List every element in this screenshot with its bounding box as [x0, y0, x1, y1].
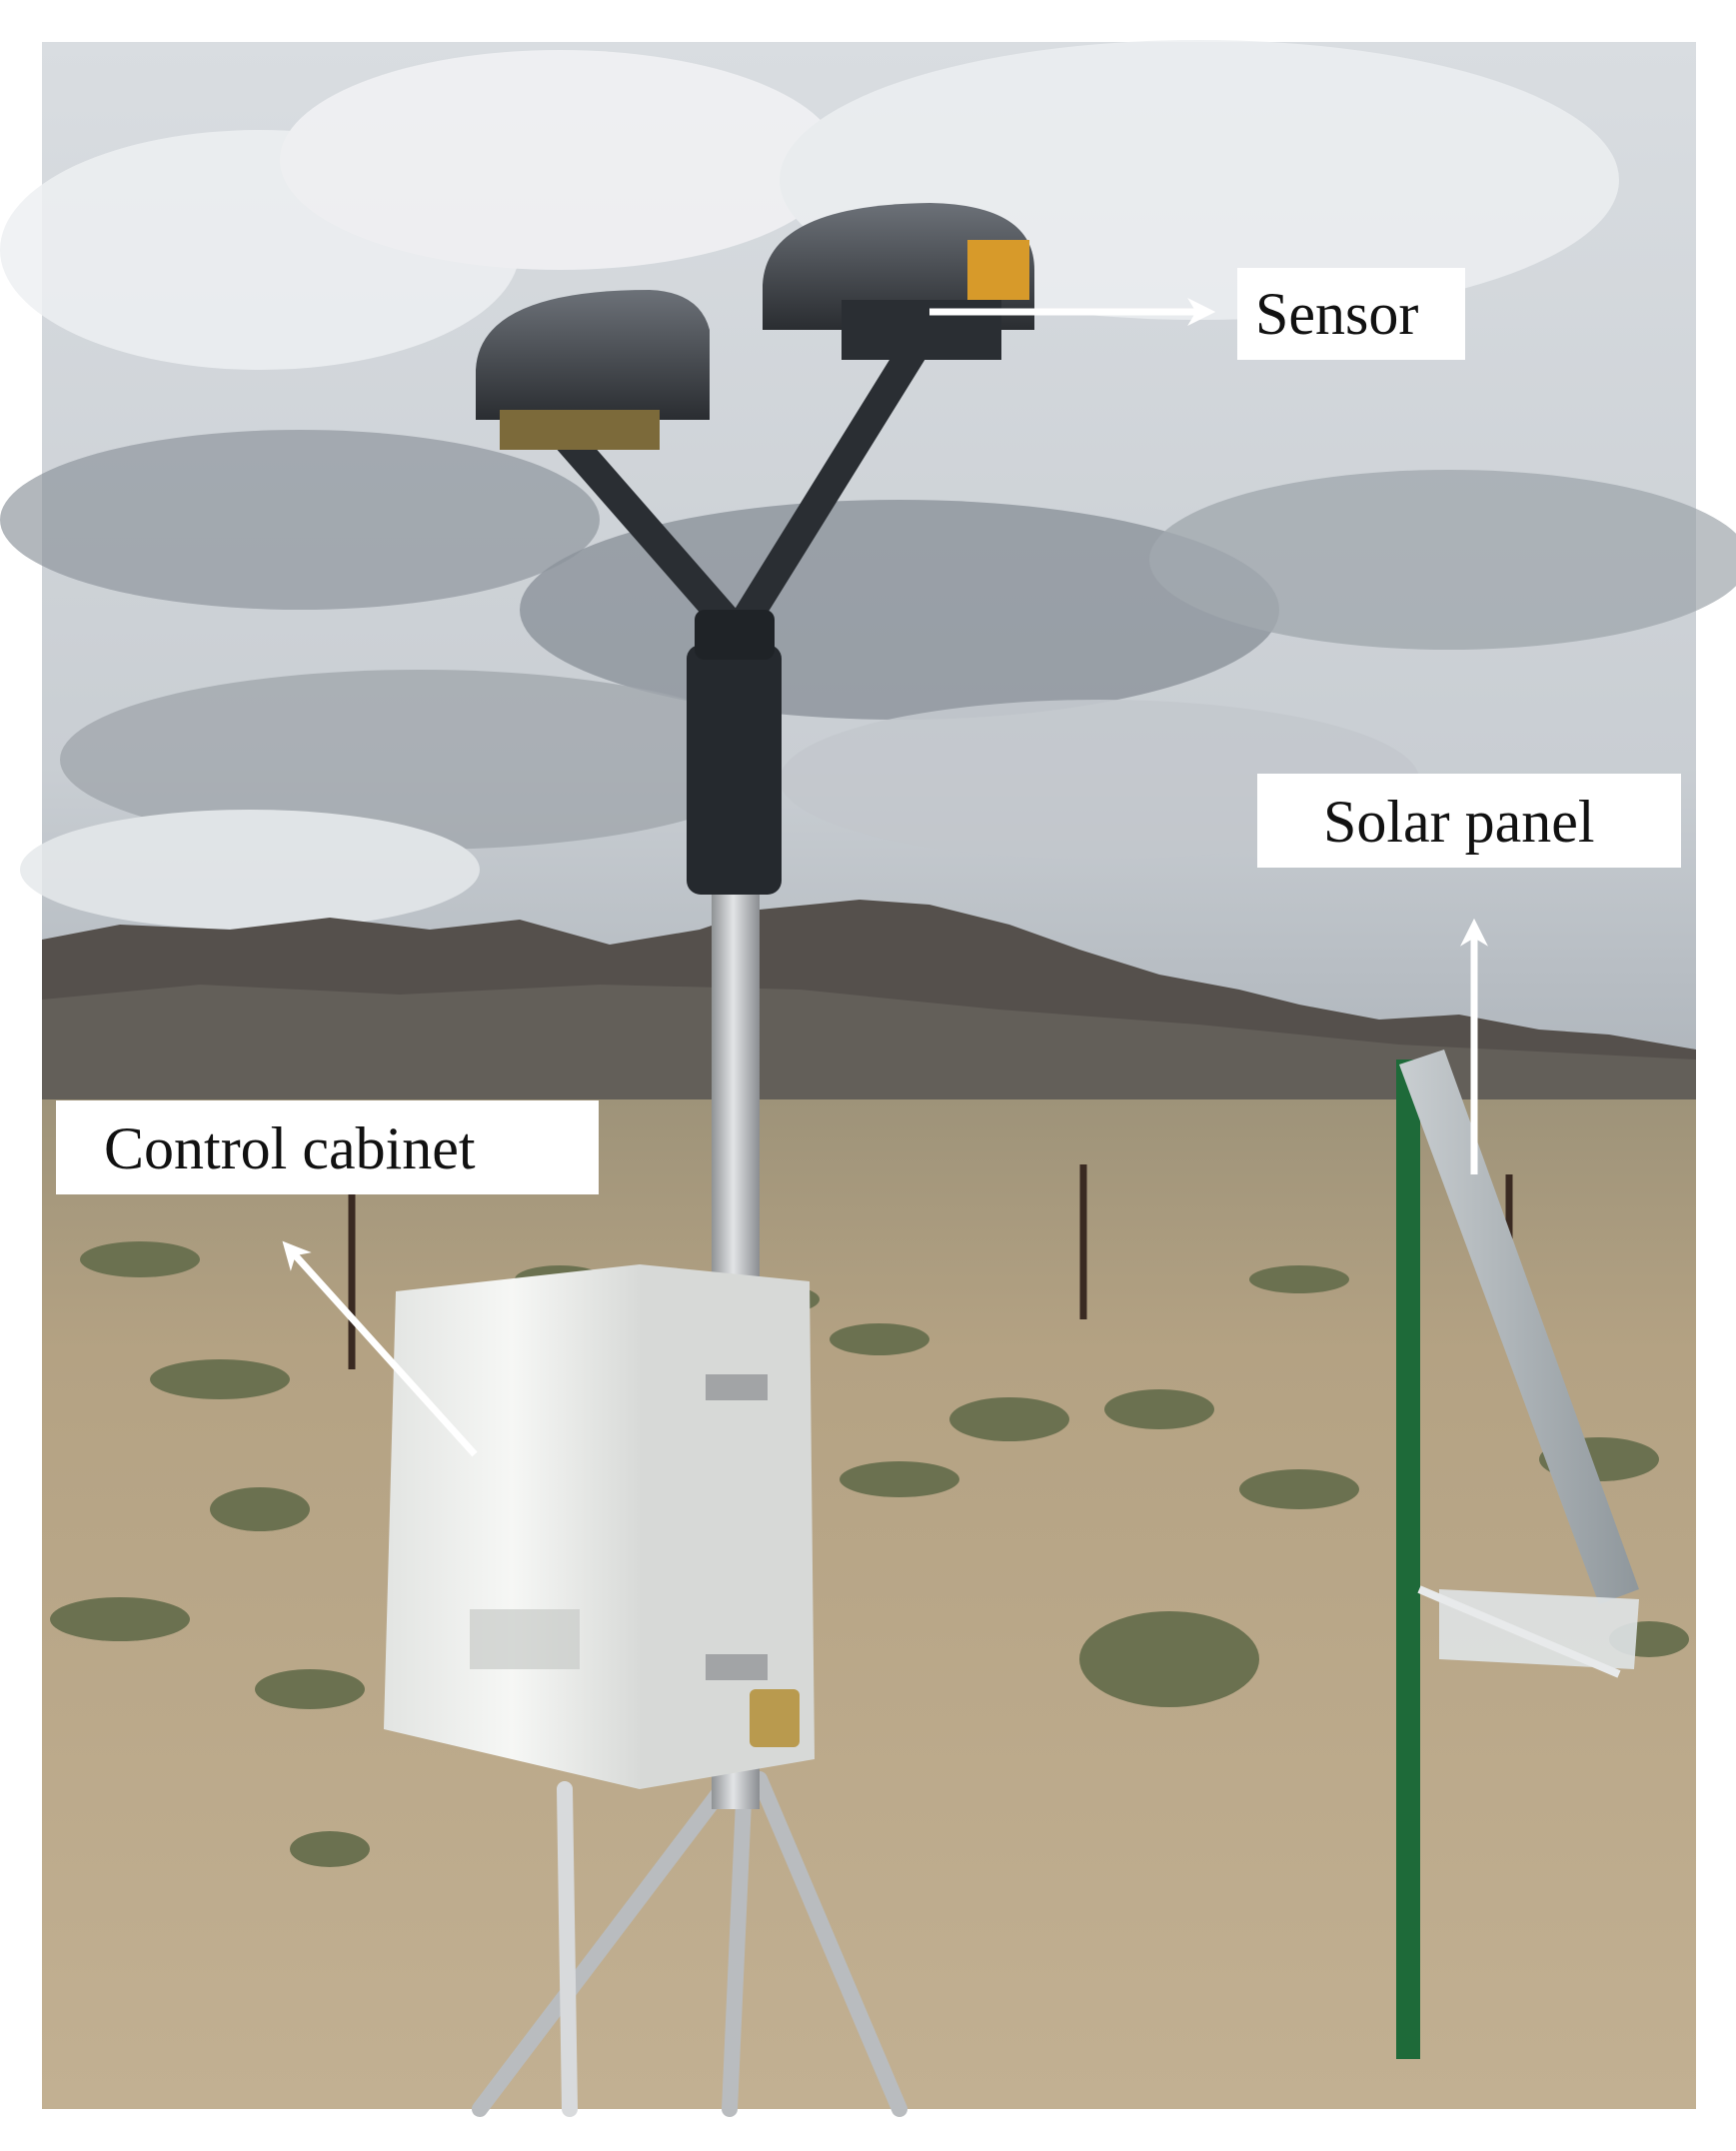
- arrows: [282, 298, 1488, 1457]
- sensor-label-strip: [967, 240, 1029, 300]
- clouds: [0, 40, 1736, 930]
- solar-panel: [1399, 1050, 1639, 1604]
- sensor-arms: [545, 325, 934, 645]
- sensor-housing: [687, 645, 782, 895]
- padlock: [750, 1689, 800, 1747]
- tripod: [472, 1771, 907, 2117]
- sensor-left: [476, 290, 710, 450]
- sensor-label: Sensor: [1237, 268, 1465, 360]
- solar-panel-label: Solar panel: [1257, 774, 1681, 868]
- control-cabinet: [384, 1264, 815, 1789]
- solar-panel-assembly: [1396, 1050, 1639, 2059]
- arrow-control-cabinet: [282, 1240, 478, 1457]
- ground: [42, 1099, 1696, 2109]
- control-cabinet-label: Control cabinet: [56, 1100, 599, 1194]
